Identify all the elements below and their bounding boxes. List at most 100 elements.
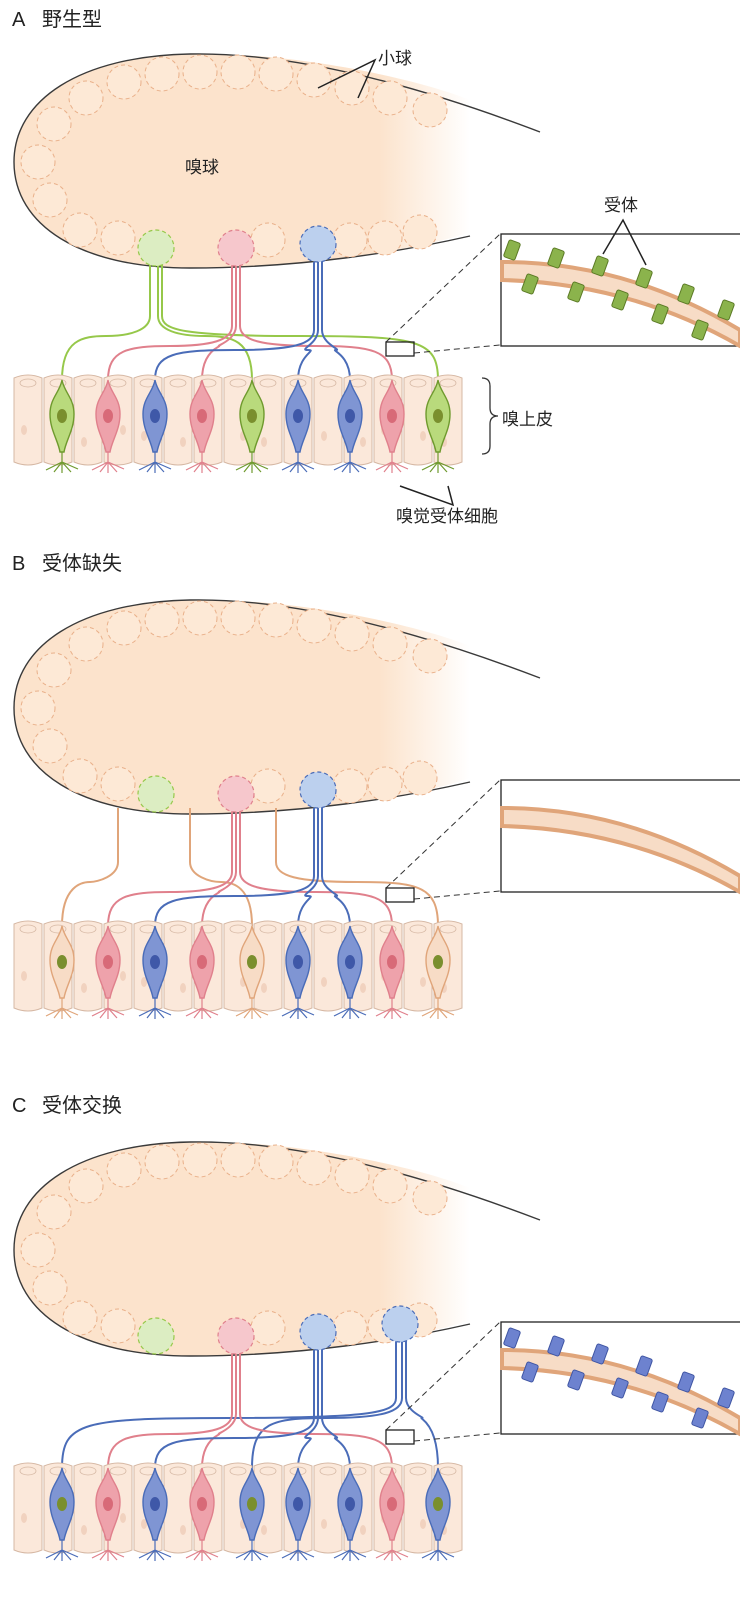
axon [240, 1350, 392, 1468]
glomerulus [333, 769, 367, 803]
axon [240, 262, 392, 380]
glomerulus [335, 617, 369, 651]
cell-nucleus [180, 983, 186, 993]
cell-nucleus [81, 437, 87, 447]
glomerulus [107, 611, 141, 645]
glomerulus [333, 1311, 367, 1345]
glomerulus [373, 627, 407, 661]
cell-nucleus [21, 1513, 27, 1523]
panel-letter: B [12, 553, 25, 575]
neuron-nucleus [197, 955, 207, 969]
supporting-cell [14, 921, 42, 1011]
neuron-nucleus [150, 955, 160, 969]
glomerulus [69, 1169, 103, 1203]
glomerulus-target [300, 772, 336, 808]
glomerulus [63, 213, 97, 247]
glomerulus [297, 609, 331, 643]
neuron-nucleus [57, 1497, 67, 1511]
neuron-nucleus [433, 409, 443, 423]
supporting-cell [164, 1463, 192, 1553]
neuron-nucleus [387, 1497, 397, 1511]
glomerulus [259, 1145, 293, 1179]
axon [155, 262, 314, 380]
glomerulus [221, 1143, 255, 1177]
neuron-nucleus [345, 955, 355, 969]
glomerulus [37, 1195, 71, 1229]
axon [322, 262, 350, 380]
glomerulus [221, 601, 255, 635]
olfactory-scene [14, 1142, 740, 1561]
cell-nucleus [81, 1525, 87, 1535]
glomerulus [63, 1301, 97, 1335]
axon [276, 808, 438, 926]
neuron-nucleus [247, 1497, 257, 1511]
glomerulus [259, 57, 293, 91]
glomerulus [335, 1159, 369, 1193]
glomerulus [413, 639, 447, 673]
glomerulus [368, 221, 402, 255]
axon [190, 808, 252, 926]
axon [155, 808, 314, 926]
axon [252, 1340, 402, 1468]
axon [202, 808, 236, 926]
axon [162, 262, 438, 380]
glomerulus [145, 1145, 179, 1179]
glomerulus [333, 223, 367, 257]
zoom-box [386, 1430, 414, 1444]
receptor-inset [386, 1322, 740, 1444]
cell-nucleus [420, 977, 426, 987]
glomerulus [107, 1153, 141, 1187]
neuron-nucleus [293, 409, 303, 423]
epithelium-label: 嗅上皮 [502, 410, 553, 430]
cell-nucleus [360, 437, 366, 447]
olfactory-bulb [14, 600, 540, 814]
zoom-box [386, 342, 414, 356]
neuron-nucleus [433, 955, 443, 969]
olfactory-scene [14, 600, 740, 1019]
panel-title: 受体缺失 [42, 551, 122, 575]
panel-c-receptor-swap: C 受体交换 [12, 1093, 740, 1561]
glomerulus [251, 223, 285, 257]
neuron-nucleus [103, 955, 113, 969]
neuron-nucleus [247, 409, 257, 423]
glomerulus [221, 55, 255, 89]
glomerulus [373, 81, 407, 115]
zoom-box [386, 888, 414, 902]
glomerulus [373, 1169, 407, 1203]
supporting-cell [14, 1463, 42, 1553]
glomerulus [101, 221, 135, 255]
glomerulus [69, 81, 103, 115]
glomerulus [33, 1271, 67, 1305]
glomerulus [251, 769, 285, 803]
glomerulus [21, 145, 55, 179]
olfactory-scene [14, 54, 740, 473]
panel-b-receptor-deletion: B 受体缺失 [12, 551, 740, 1019]
cell-nucleus [180, 437, 186, 447]
axon [406, 1340, 438, 1468]
glomerulus [297, 63, 331, 97]
glomerulus-target [300, 226, 336, 262]
panel-letter: A [12, 9, 26, 31]
glomerulus-target [138, 1318, 174, 1354]
glomerulus [101, 1309, 135, 1343]
glomerulus [107, 65, 141, 99]
glomerulus [368, 767, 402, 801]
glomerulus [145, 57, 179, 91]
supporting-cell [14, 375, 42, 465]
olfactory-bulb [14, 54, 540, 268]
receptor-inset [386, 780, 740, 902]
cell-nucleus [21, 425, 27, 435]
glomerulus [63, 759, 97, 793]
glomerulus [403, 761, 437, 795]
neuron-nucleus [197, 1497, 207, 1511]
receptor-label: 受体 [604, 196, 638, 216]
glomerulus [101, 767, 135, 801]
glomerulus [145, 603, 179, 637]
cell-nucleus [420, 1519, 426, 1529]
axon [108, 808, 232, 926]
neuron-nucleus [57, 955, 67, 969]
cell-nucleus [120, 971, 126, 981]
cell-nucleus [360, 1525, 366, 1535]
glomerulus [33, 183, 67, 217]
glomerulus [335, 71, 369, 105]
